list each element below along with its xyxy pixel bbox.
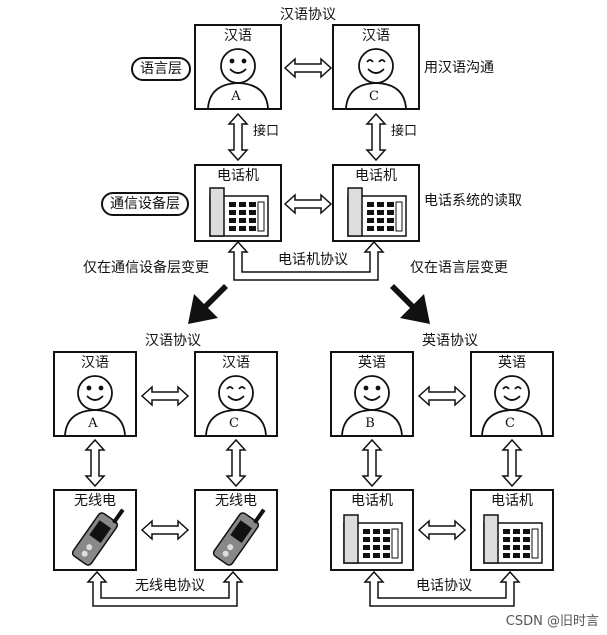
br-person-c-box: 英语 C bbox=[470, 351, 554, 437]
phone-title: 电话机 bbox=[355, 168, 397, 184]
person-letter: C bbox=[505, 416, 515, 431]
radio-protocol-label: 无线电协议 bbox=[133, 578, 207, 594]
happy-person-icon bbox=[205, 375, 267, 436]
person-letter: B bbox=[365, 416, 375, 431]
top-protocol-label: 汉语协议 bbox=[280, 7, 336, 23]
person-title: 英语 bbox=[358, 355, 386, 371]
bl-radio-left-box: 无线电 bbox=[53, 489, 137, 571]
happy-person-icon bbox=[481, 375, 543, 436]
radio-title: 无线电 bbox=[215, 493, 257, 509]
top-phone-right-box: 电话机 bbox=[332, 164, 420, 242]
vertical-double-arrow-icon bbox=[225, 438, 247, 488]
protocol-u-arrow-icon bbox=[86, 570, 244, 607]
phone-protocol-label-en: 电话协议 bbox=[414, 578, 474, 594]
phone-title: 电话机 bbox=[351, 493, 393, 509]
radio-title: 无线电 bbox=[74, 493, 116, 509]
vertical-double-arrow-icon bbox=[84, 438, 106, 488]
watermark: CSDN @旧时言 bbox=[505, 614, 599, 629]
vertical-double-arrow-icon bbox=[361, 438, 383, 488]
br-phone-right-box: 电话机 bbox=[470, 489, 554, 571]
change-lang-only-label: 仅在语言层变更 bbox=[410, 260, 508, 276]
bl-radio-right-box: 无线电 bbox=[194, 489, 278, 571]
person-title: 汉语 bbox=[362, 28, 390, 44]
br-phone-left-box: 电话机 bbox=[330, 489, 414, 571]
walkie-talkie-icon bbox=[71, 508, 125, 566]
walkie-talkie-icon bbox=[212, 508, 266, 566]
bl-person-c-box: 汉语 C bbox=[194, 351, 278, 437]
phone-protocol-label: 电话机协议 bbox=[276, 252, 350, 268]
smiling-person-icon bbox=[341, 375, 403, 436]
person-letter: A bbox=[88, 416, 98, 431]
protocol-u-arrow-icon bbox=[363, 570, 521, 607]
person-letter: C bbox=[369, 89, 379, 104]
person-letter: C bbox=[229, 416, 239, 431]
desk-phone-icon bbox=[347, 187, 407, 237]
vertical-double-arrow-icon bbox=[365, 112, 387, 162]
double-arrow-icon bbox=[140, 519, 190, 541]
smiling-person-icon bbox=[207, 48, 269, 109]
desk-phone-icon bbox=[209, 187, 269, 237]
bottom-right-protocol-label: 英语协议 bbox=[422, 333, 478, 349]
double-arrow-icon bbox=[140, 385, 190, 407]
phone-title: 电话机 bbox=[217, 168, 259, 184]
bottom-left-protocol-label: 汉语协议 bbox=[145, 333, 201, 349]
top-person-a-box: 汉语 A bbox=[194, 24, 282, 110]
desk-phone-icon bbox=[483, 514, 543, 564]
double-arrow-icon bbox=[283, 57, 333, 79]
double-arrow-icon bbox=[417, 385, 467, 407]
top-phone-left-box: 电话机 bbox=[194, 164, 282, 242]
person-title: 汉语 bbox=[224, 28, 252, 44]
communicate-label: 用汉语沟通 bbox=[424, 60, 494, 76]
person-title: 汉语 bbox=[81, 355, 109, 371]
vertical-double-arrow-icon bbox=[501, 438, 523, 488]
down-left-arrow-icon bbox=[188, 284, 228, 324]
interface-label-left: 接口 bbox=[253, 124, 280, 139]
br-person-b-box: 英语 B bbox=[330, 351, 414, 437]
desk-phone-icon bbox=[343, 514, 403, 564]
double-arrow-icon bbox=[283, 193, 333, 215]
language-layer-label: 语言层 bbox=[131, 57, 191, 81]
top-person-c-box: 汉语 C bbox=[332, 24, 420, 110]
phone-system-label: 电话系统的读取 bbox=[424, 193, 522, 209]
phone-title: 电话机 bbox=[491, 493, 533, 509]
bl-person-a-box: 汉语 A bbox=[53, 351, 137, 437]
interface-label-right: 接口 bbox=[391, 124, 418, 139]
person-letter: A bbox=[231, 89, 241, 104]
happy-person-icon bbox=[345, 48, 407, 109]
comm-layer-label: 通信设备层 bbox=[101, 192, 189, 216]
vertical-double-arrow-icon bbox=[227, 112, 249, 162]
protocol-u-arrow-icon bbox=[227, 240, 385, 281]
smiling-person-icon bbox=[64, 375, 126, 436]
double-arrow-icon bbox=[417, 519, 467, 541]
person-title: 英语 bbox=[498, 355, 526, 371]
change-comm-only-label: 仅在通信设备层变更 bbox=[83, 260, 209, 276]
down-right-arrow-icon bbox=[390, 284, 430, 324]
person-title: 汉语 bbox=[222, 355, 250, 371]
